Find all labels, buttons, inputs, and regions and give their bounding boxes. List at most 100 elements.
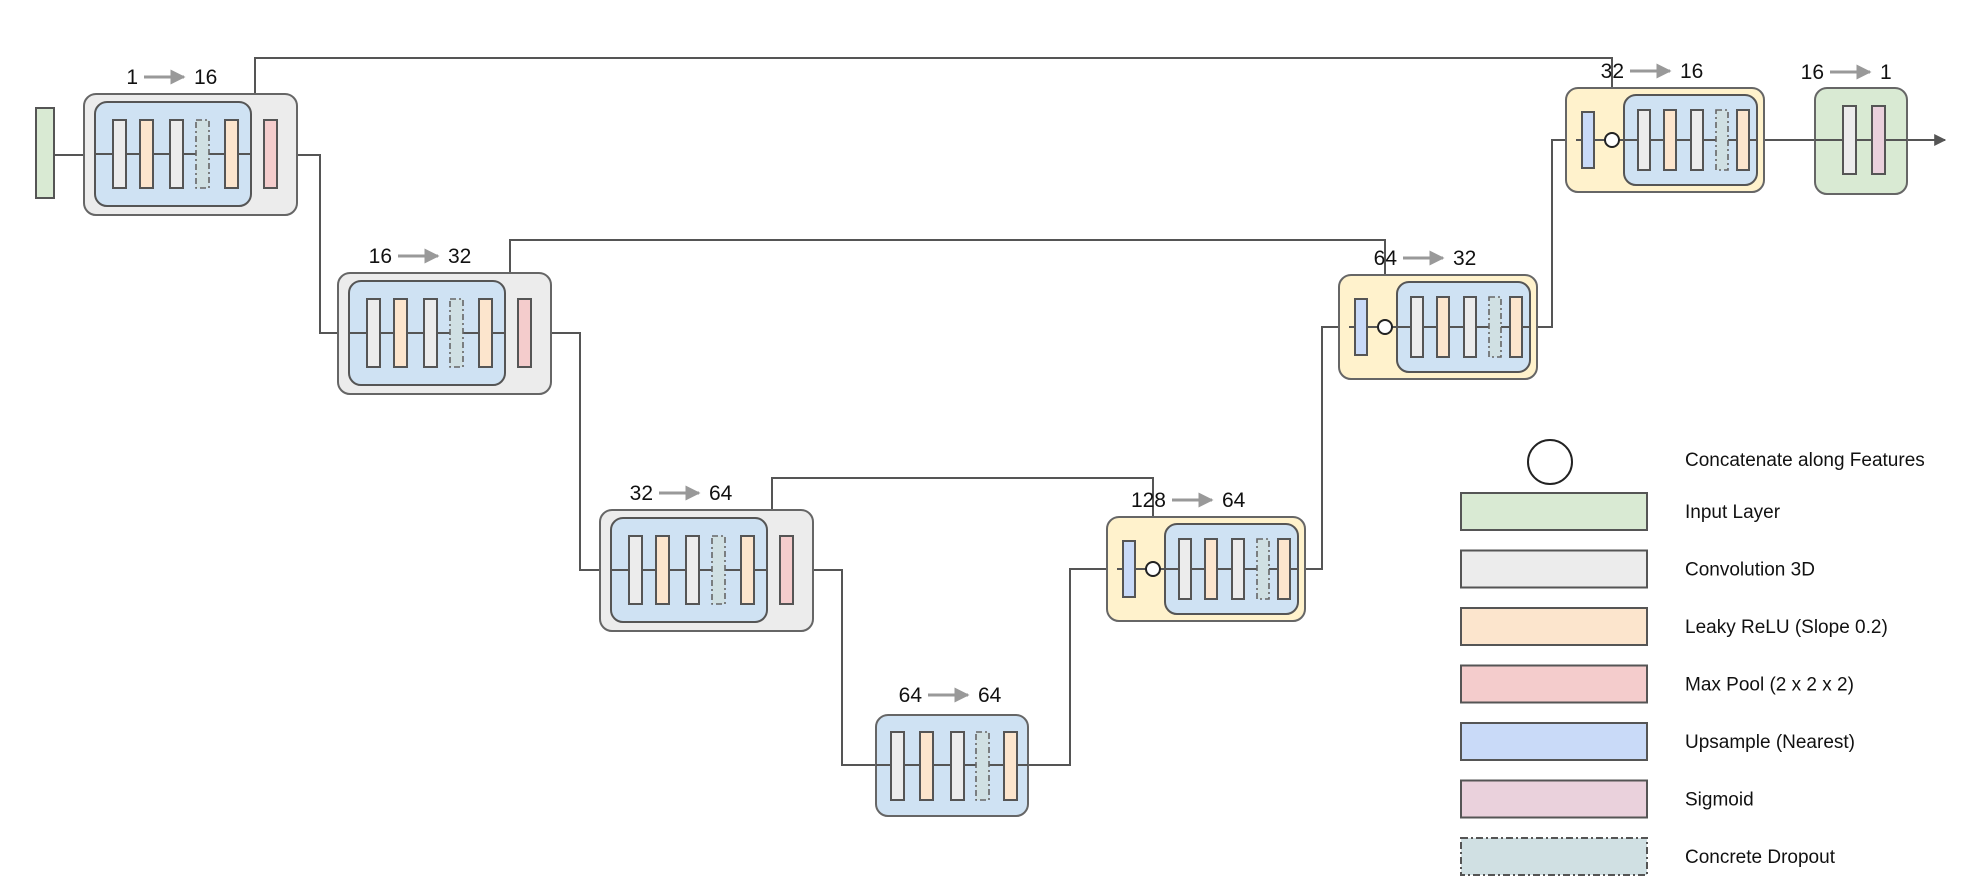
decoder-block-dec1 (1565, 87, 1765, 193)
decoder-block-dec3 (1106, 516, 1306, 622)
channels-out: 64 (1222, 489, 1246, 512)
leaky-relu-layer (1277, 538, 1291, 600)
channel-label-head: 16 1 (1801, 61, 1892, 84)
channels-in: 128 (1131, 489, 1166, 512)
legend-swatch-dropout (1460, 837, 1648, 876)
concrete-dropout-layer (1488, 296, 1502, 358)
leaky-relu-layer (740, 535, 755, 605)
concrete-dropout-layer (711, 535, 726, 605)
legend-item-concat: Concatenate along Features (1527, 439, 1925, 485)
channels-out: 64 (978, 684, 1002, 707)
channel-label-dec3: 128 64 (1131, 489, 1246, 512)
legend-swatch-upsample (1460, 722, 1648, 761)
sigmoid-layer (1871, 105, 1886, 175)
conv3d-layer (366, 298, 381, 368)
conv3d-layer (628, 535, 643, 605)
leaky-relu-layer (1736, 109, 1750, 171)
leaky-relu-layer (393, 298, 408, 368)
concrete-dropout-layer (1256, 538, 1270, 600)
bottleneck-block (875, 714, 1029, 817)
channels-out: 16 (1680, 60, 1703, 83)
legend-item-sigmoid: Sigmoid (1460, 779, 1754, 819)
conv3d-layer (1690, 109, 1704, 171)
legend-label: Concrete Dropout (1685, 847, 1836, 868)
legend-swatch-input (1460, 492, 1648, 531)
legend-item-upsample: Upsample (Nearest) (1460, 722, 1855, 761)
concrete-dropout-layer (449, 298, 464, 368)
encoder-block-enc2 (337, 272, 552, 395)
leaky-relu-layer (1204, 538, 1218, 600)
concrete-dropout-layer (195, 119, 210, 189)
legend-item-input: Input Layer (1460, 492, 1781, 531)
conv3d-layer (1637, 109, 1651, 171)
channels-out: 16 (194, 66, 217, 89)
conv3d-layer (1842, 105, 1857, 175)
concrete-dropout-layer (975, 731, 990, 801)
maxpool-layer (263, 119, 278, 189)
legend-label: Upsample (Nearest) (1685, 732, 1855, 753)
channels-in: 1 (126, 66, 138, 89)
channels-in: 16 (369, 245, 392, 268)
channel-label-enc3: 32 64 (630, 482, 733, 505)
conv3d-layer (423, 298, 438, 368)
legend-label: Leaky ReLU (Slope 0.2) (1685, 617, 1888, 638)
legend-item-relu: Leaky ReLU (Slope 0.2) (1460, 607, 1888, 646)
legend-item-conv: Convolution 3D (1460, 549, 1815, 589)
encoder-block-enc1 (83, 93, 298, 216)
dec3-to-dec2-arrow (1305, 321, 1355, 570)
encoder-block-enc3 (599, 509, 814, 632)
maxpool-layer (517, 298, 532, 368)
channels-out: 64 (709, 482, 733, 505)
decoder-block-dec2 (1338, 274, 1538, 380)
conv3d-layer (1463, 296, 1477, 358)
channel-label-enc1: 1 16 (126, 66, 217, 89)
channel-label-dec1: 32 16 (1601, 60, 1704, 83)
channels-out: 1 (1880, 61, 1892, 84)
channels-out: 32 (448, 245, 471, 268)
legend-swatch-sigmoid (1460, 779, 1648, 819)
conv3d-layer (1231, 538, 1245, 600)
network-input (35, 107, 55, 199)
leaky-relu-layer (1663, 109, 1677, 171)
legend-swatch-conv (1460, 549, 1648, 589)
conv3d-layer (112, 119, 127, 189)
channels-in: 32 (630, 482, 653, 505)
leaky-relu-layer (1509, 296, 1523, 358)
legend-swatch-relu (1460, 607, 1648, 646)
skip-connection-enc2-dec2 (509, 239, 1391, 333)
maxpool-layer (779, 535, 794, 605)
concatenate-icon (1604, 132, 1620, 148)
output-head-block (1814, 87, 1908, 195)
upsample-layer (1122, 540, 1136, 598)
legend-label: Input Layer (1685, 502, 1781, 523)
leaky-relu-layer (1436, 296, 1450, 358)
legend-label: Max Pool (2 x 2 x 2) (1685, 675, 1854, 696)
leaky-relu-layer (655, 535, 670, 605)
skip-connection-enc1-dec1 (254, 57, 1618, 154)
leaky-relu-layer (139, 119, 154, 189)
upsample-layer (1581, 111, 1595, 169)
leaky-relu-layer (478, 298, 493, 368)
conv3d-layer (169, 119, 184, 189)
legend-item-dropout: Concrete Dropout (1460, 837, 1836, 876)
legend-label: Concatenate along Features (1685, 450, 1925, 471)
channels-in: 16 (1801, 61, 1824, 84)
skip-connection-enc3-dec3 (771, 477, 1159, 570)
channels-in: 32 (1601, 60, 1624, 83)
block-layer (35, 87, 1908, 817)
conv3d-layer (685, 535, 700, 605)
channels-out: 32 (1453, 247, 1476, 270)
conv3d-layer (890, 731, 905, 801)
conv3d-layer (1178, 538, 1192, 600)
legend-item-pool: Max Pool (2 x 2 x 2) (1460, 664, 1854, 704)
conv3d-layer (950, 731, 965, 801)
concatenate-icon (1145, 561, 1161, 577)
leaky-relu-layer (224, 119, 239, 189)
concrete-dropout-layer (1715, 109, 1729, 171)
legend-swatch-pool (1460, 664, 1648, 704)
legend-label: Sigmoid (1685, 790, 1754, 811)
